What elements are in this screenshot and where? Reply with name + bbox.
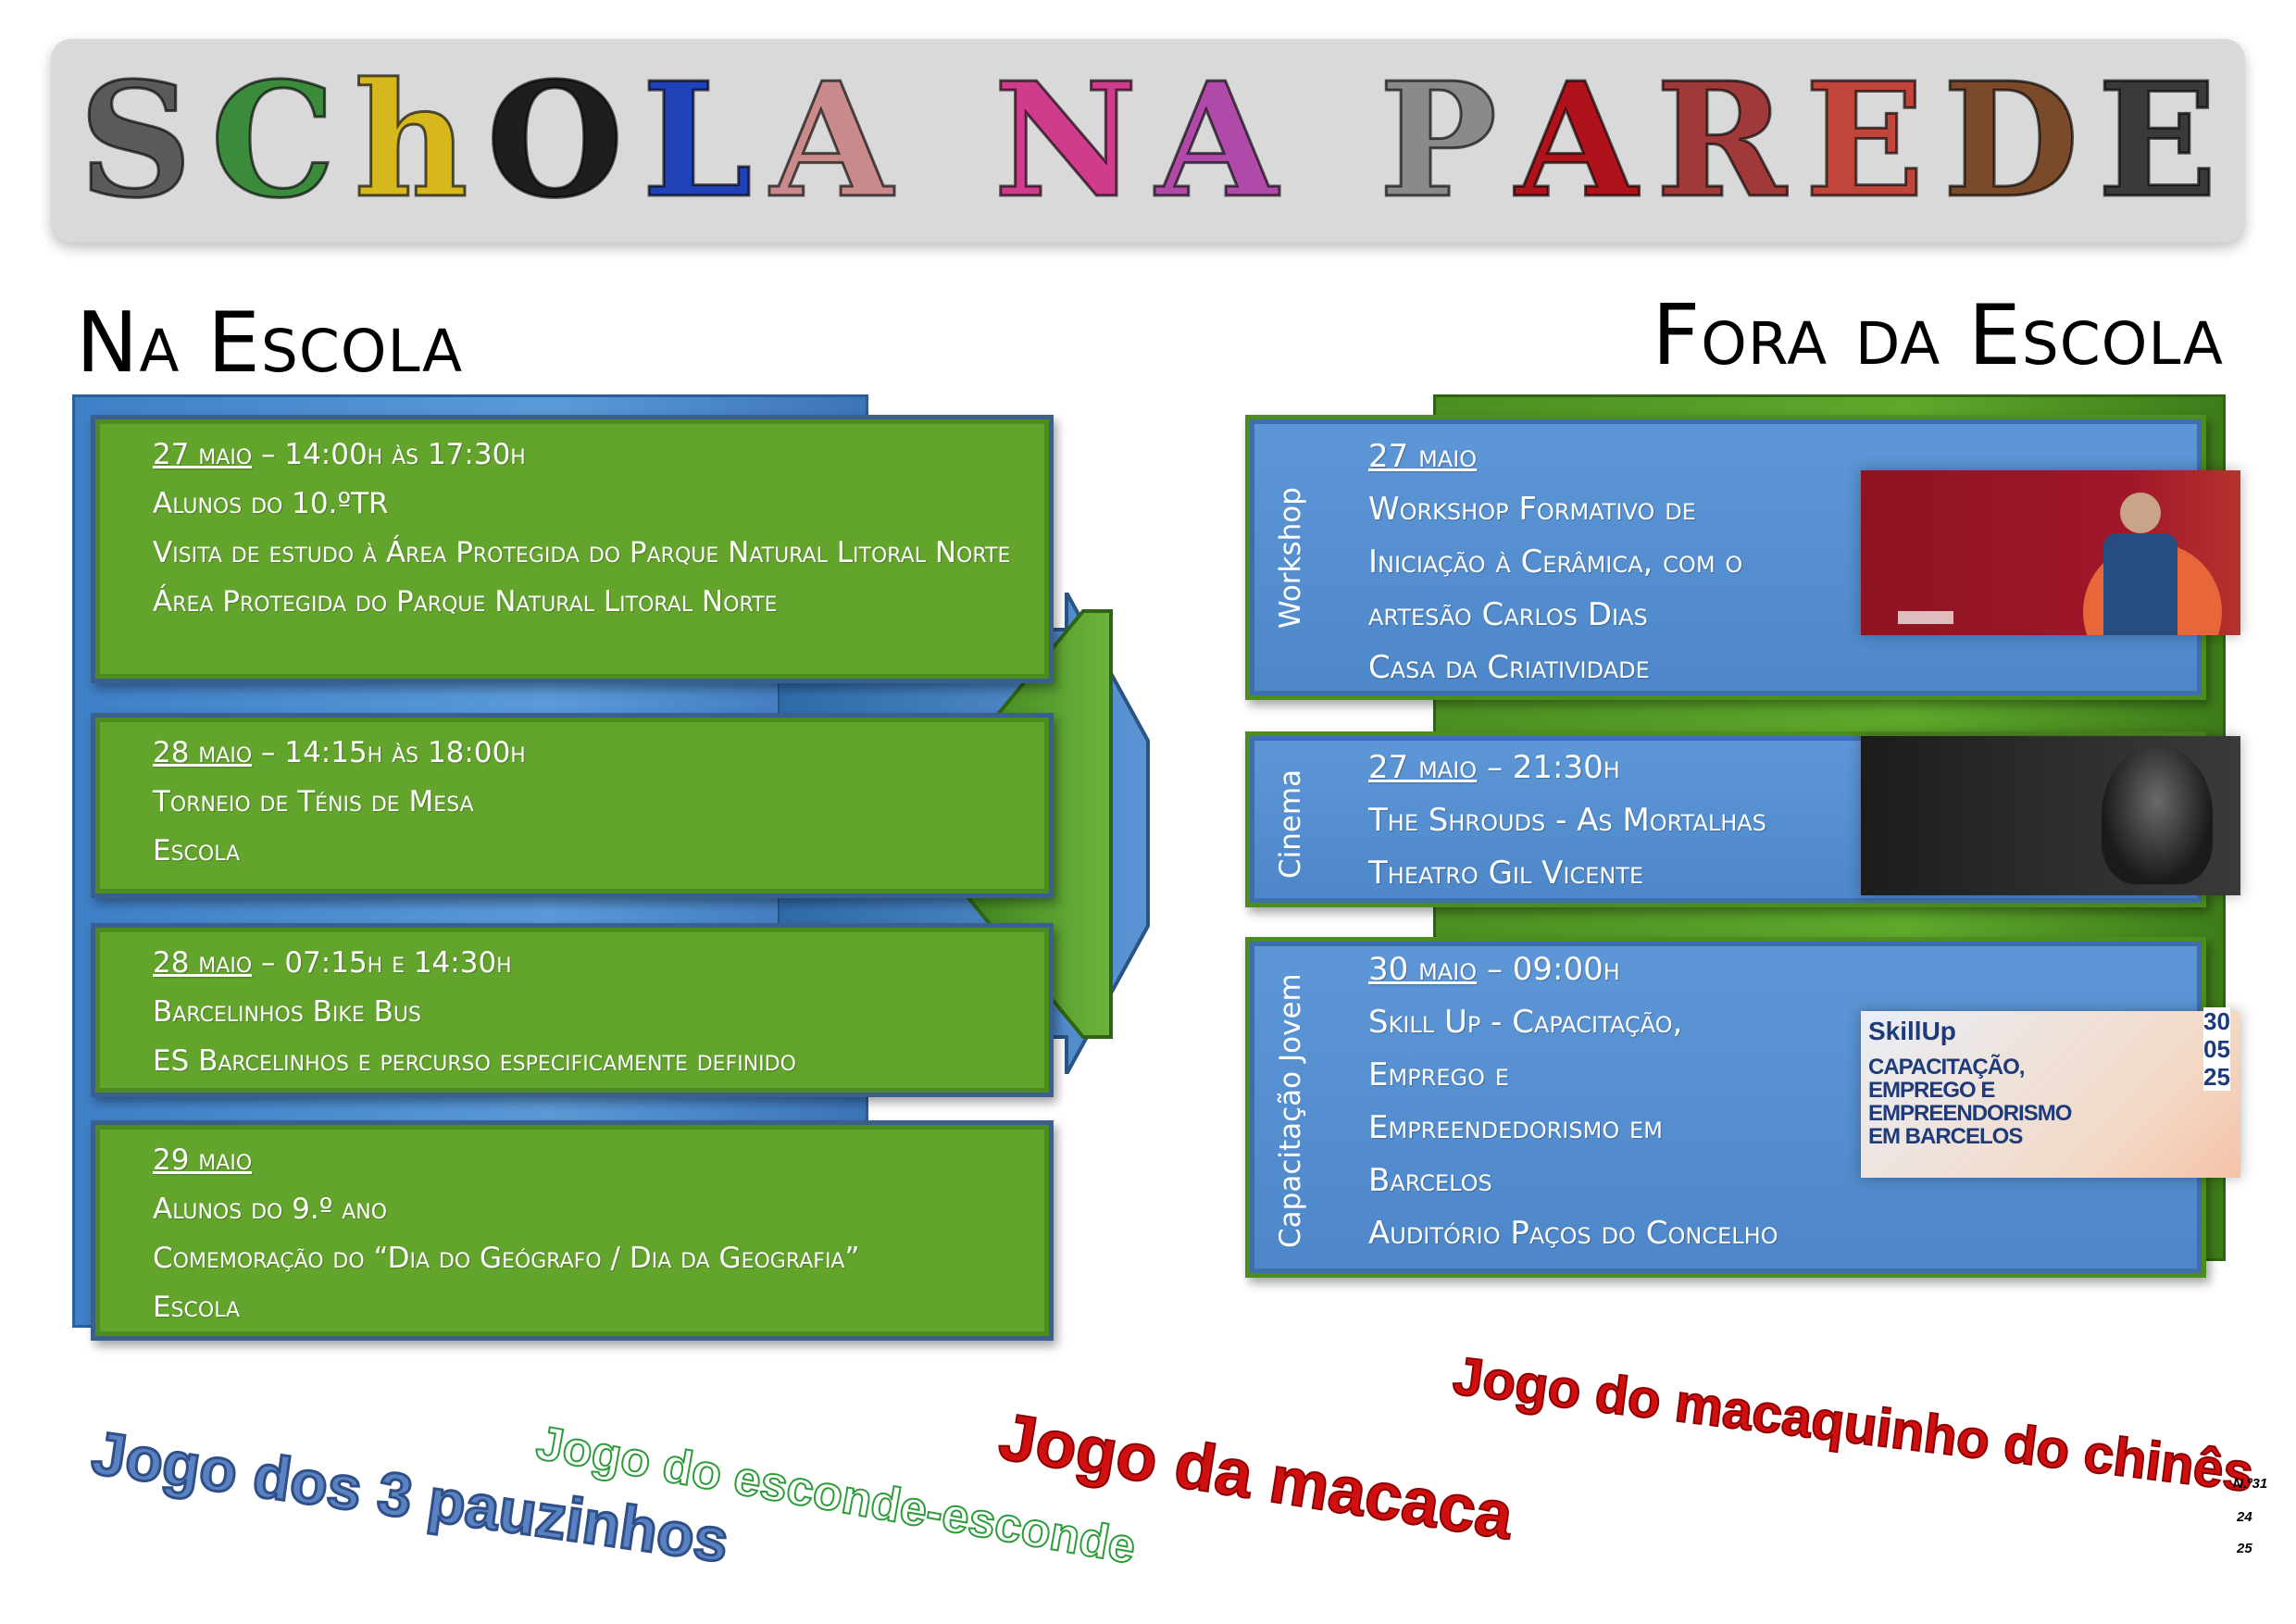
banner-letter: A [1514,48,1639,233]
left-event-card-1: 27 maio – 14:00h às 17:30h Alunos do 10.… [91,415,1054,683]
event-line: Casa da Criatividade [1368,649,1650,686]
banner-letter: h [353,48,470,233]
banner-letter: R [1654,48,1788,233]
banner-letter: E [1803,48,1927,233]
event-time: – 14:00h às 17:30h [252,438,526,471]
skillup-poster-image: SkillUp CAPACITAÇÃO, EMPREGO E EMPREENDO… [1861,1011,2240,1178]
banner-letter: C [209,48,337,233]
banner-letter: A [769,48,894,233]
poster-headline: EM BARCELOS [1868,1124,2023,1149]
issue-number: N.º31 [2233,1476,2268,1492]
workshop-poster-image [1861,470,2240,635]
event-date: 28 maio [153,946,253,980]
event-time: – 09:00h [1477,951,1620,988]
poster-date-digit: 05 [2203,1035,2230,1063]
poster-date-digit: 30 [2203,1007,2230,1035]
event-line: Torneio de Ténis de Mesa [153,785,474,818]
event-line: Alunos do 10.ºTR [153,487,389,520]
banner-letter: O [485,48,625,233]
event-date: 28 maio [153,736,253,769]
right-section-title: Fora da Escola [1652,287,2224,384]
event-line: ES Barcelinhos e percurso especificament… [153,1044,796,1078]
poster-date-digits: 30 05 25 [2203,1007,2230,1091]
event-date: 27 maio [1368,749,1478,786]
event-line: Theatro Gil Vicente [1368,855,1644,892]
school-year-start: 24 [2237,1509,2252,1525]
event-date: 29 maio [153,1143,253,1177]
event-line: Visita de estudo à Área Protegida do Par… [153,536,1011,569]
poster-headline: EMPREENDORISMO [1868,1101,2072,1126]
poster-date-digit: 25 [2203,1063,2230,1091]
category-label: Cinema [1274,768,1307,880]
event-time: – 21:30h [1477,749,1620,786]
poster-headline: EMPREGO E [1868,1078,1995,1103]
banner-letter: E [2096,48,2219,233]
event-time: – 07:15h e 14:30h [252,946,512,980]
event-line: Comemoração do “Dia do Geógrafo / Dia da… [153,1242,860,1275]
left-section-title: Na Escola [76,294,464,392]
event-date: 30 maio [1368,951,1478,988]
event-line: Escola [153,834,241,868]
banner-letter: A [1154,48,1279,233]
event-line: Empreendedorismo em [1368,1109,1663,1146]
banner-letter: S [78,48,194,233]
event-line: Área Protegida do Parque Natural Litoral… [153,585,778,618]
left-event-card-3: 28 maio – 07:15h e 14:30h Barcelinhos Bi… [91,923,1054,1097]
event-line: Auditório Paços do Concelho [1368,1215,1778,1252]
event-line: The Shrouds - As Mortalhas [1368,802,1766,839]
game-title-4: Jogo do macaquinho do chinês [1449,1344,2257,1505]
event-line: Barcelos [1368,1162,1492,1199]
category-label: Capacitação Jovem [1274,973,1307,1248]
poster-headline: CAPACITAÇÃO, [1868,1055,2025,1080]
event-line: artesão Carlos Dias [1368,596,1648,633]
event-line: Emprego e [1368,1056,1509,1093]
left-event-card-2: 28 maio – 14:15h às 18:00h Torneio de Té… [91,713,1054,898]
banner-letter: D [1941,48,2080,233]
category-label: Workshop [1274,487,1307,630]
event-date: 27 maio [1368,438,1478,475]
event-line: Alunos do 9.º ano [153,1193,388,1226]
school-year-end: 25 [2237,1541,2252,1556]
banner-letter: P [1378,48,1499,233]
event-line: Barcelinhos Bike Bus [153,995,421,1029]
event-date: 27 maio [153,438,253,471]
cinema-poster-image [1861,736,2240,895]
event-line: Escola [153,1291,241,1324]
banner-letter: N [992,48,1139,233]
right-event-card-workshop: Workshop 27 maio Workshop Formativo de I… [1245,415,2206,700]
event-time: – 14:15h às 18:00h [252,736,526,769]
poster-brand: SkillUp [1868,1017,1956,1045]
left-event-card-4: 29 maio Alunos do 9.º ano Comemoração do… [91,1120,1054,1341]
event-line: Skill Up - Capacitação, [1368,1004,1683,1041]
banner-letter: L [641,48,755,233]
event-line: Workshop Formativo de [1368,491,1696,528]
event-line: Iniciação à Cerâmica, com o [1368,543,1743,581]
